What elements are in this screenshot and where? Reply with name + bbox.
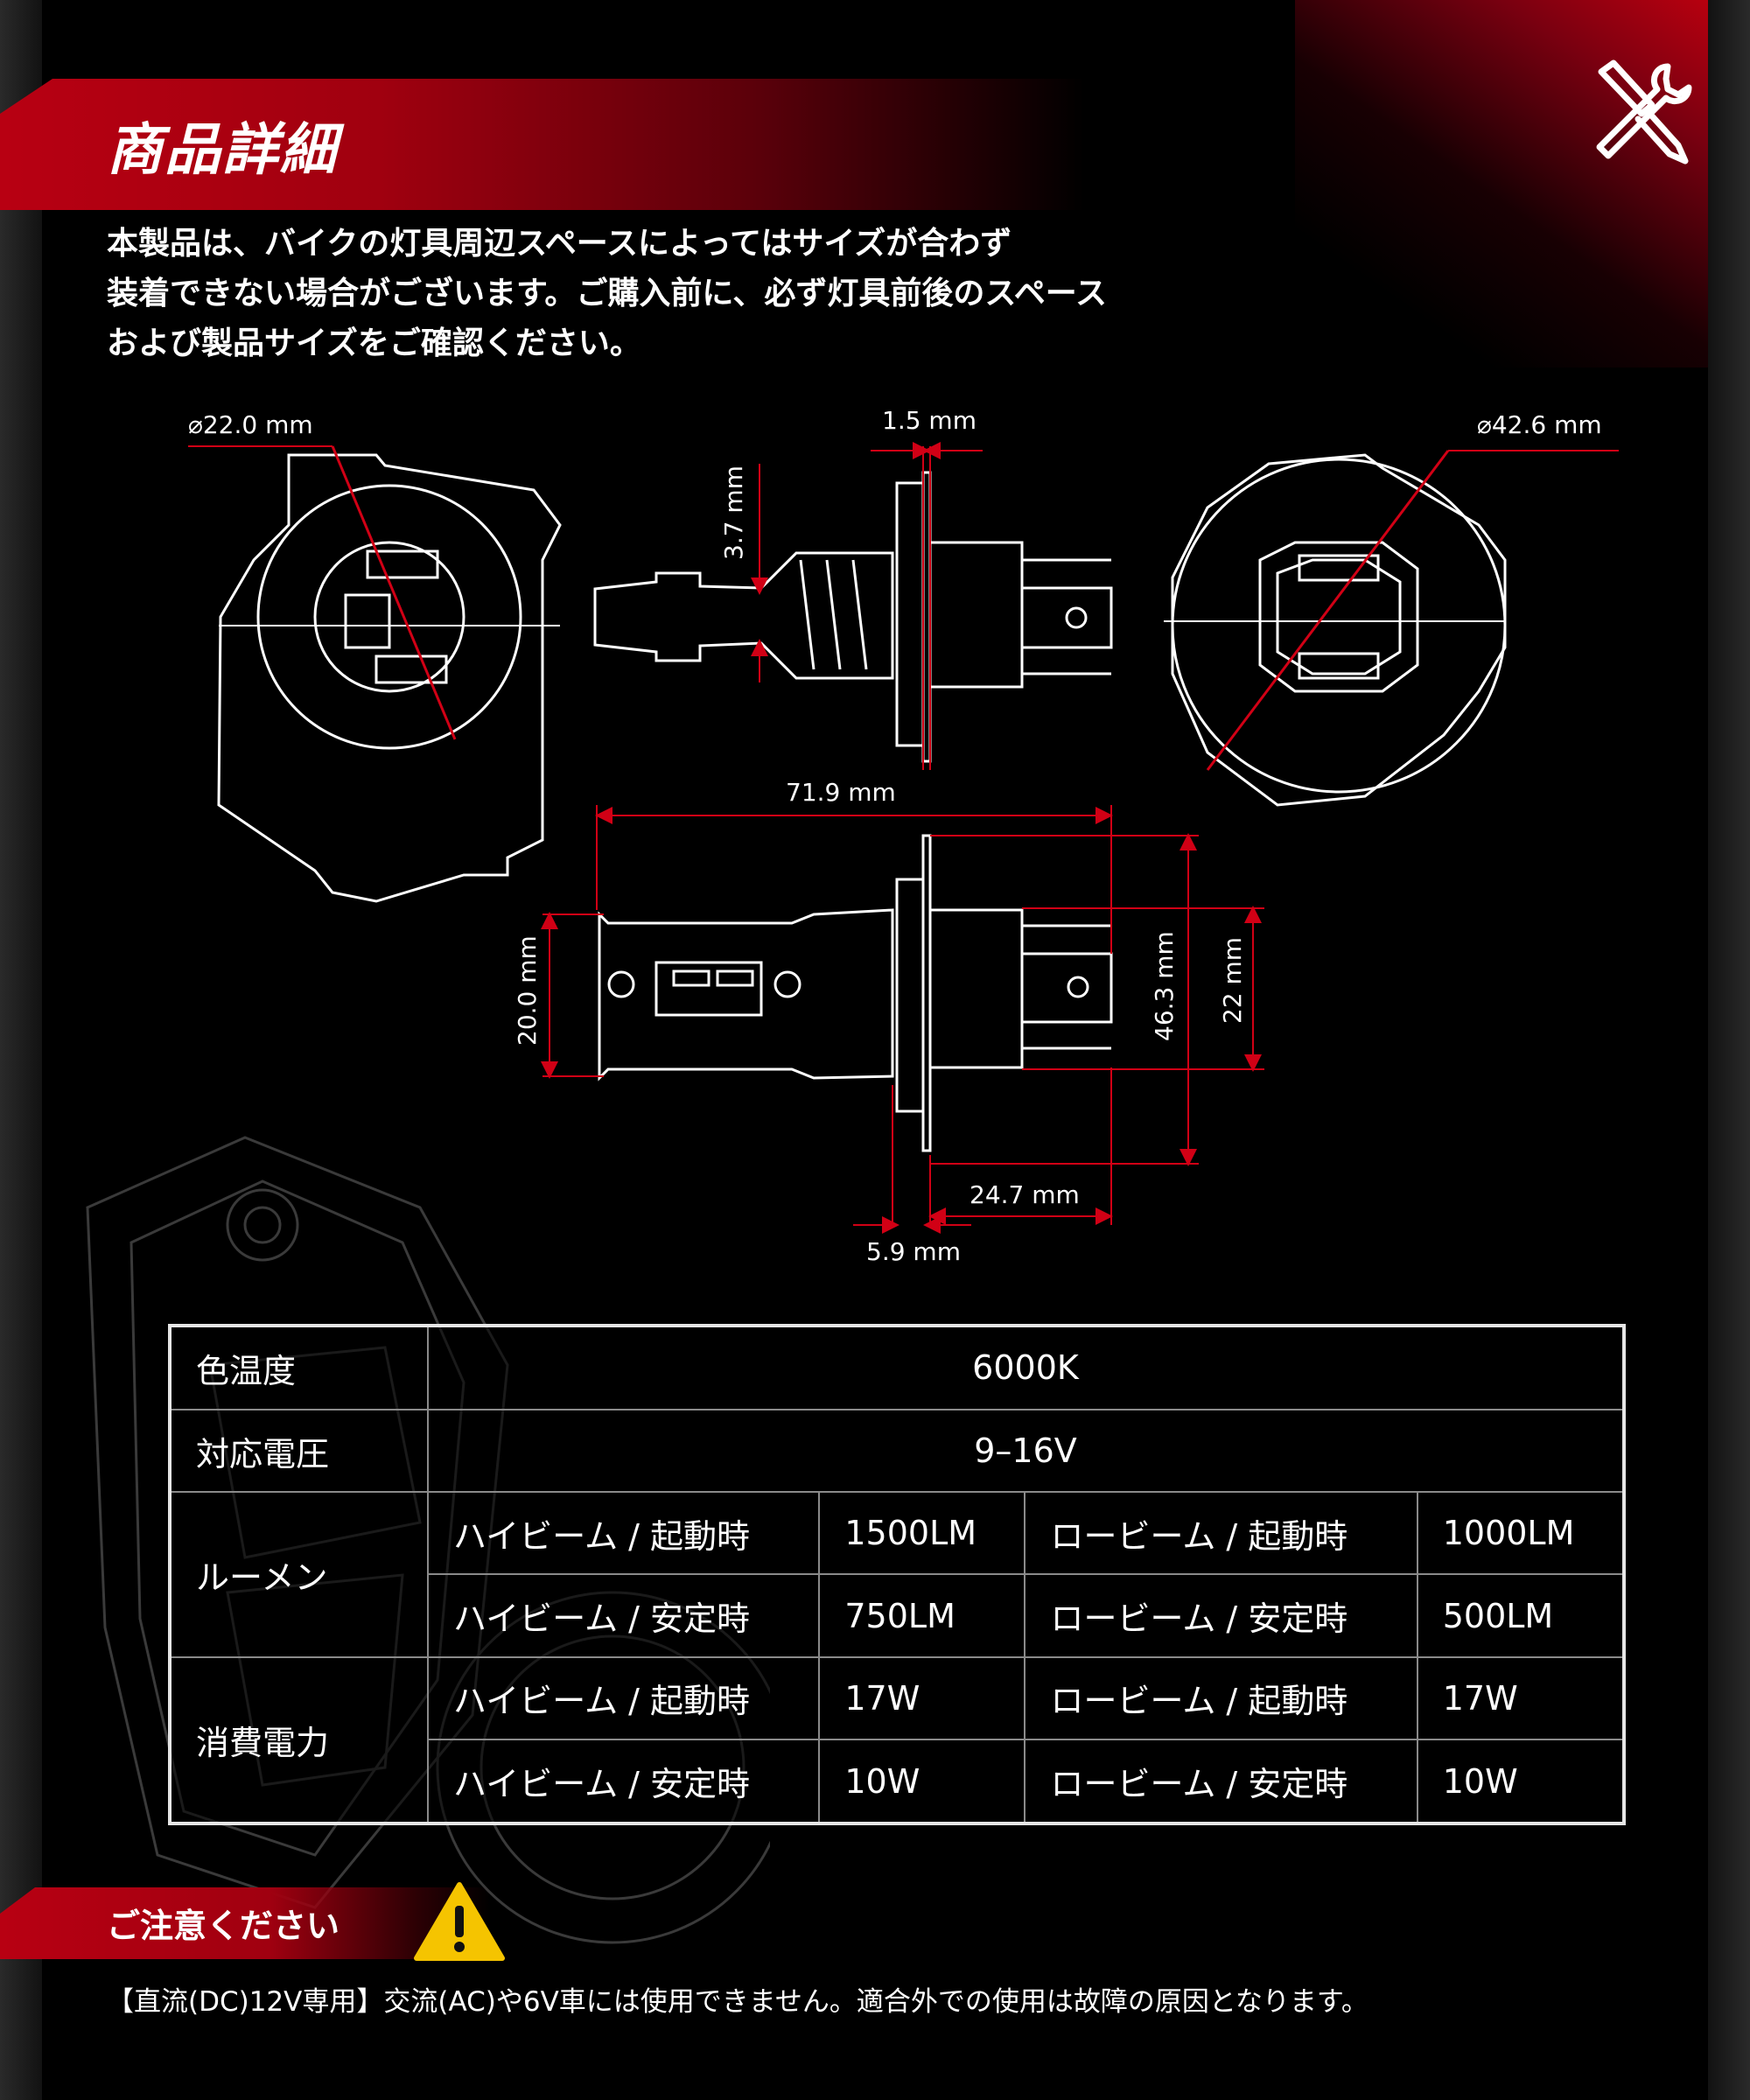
bulb-side-view xyxy=(593,471,1113,763)
cell-label: ハイビーム / 起動時 xyxy=(426,1656,821,1741)
notice-title: ご注意ください xyxy=(107,1907,340,1945)
table-row: ルーメン ハイビーム / 起動時 1500LM ロービーム / 起動時 1000… xyxy=(169,1491,1626,1658)
notice-band xyxy=(0,1887,490,1959)
intro-line: 本製品は、バイクの灯具周辺スペースによってはサイズが合わず xyxy=(107,226,1012,262)
cell-value: 1500LM xyxy=(818,1491,1026,1576)
intro-line: および製品サイズをご確認ください。 xyxy=(107,326,641,361)
bulb-flange-view xyxy=(1164,453,1507,807)
warning-icon xyxy=(414,1882,505,1961)
voltage-value: 9–16V xyxy=(427,1408,1625,1494)
cell-label: ハイビーム / 安定時 xyxy=(426,1739,821,1824)
fin-gap-label: 3.7 mm xyxy=(719,466,748,560)
tools-icon xyxy=(1596,60,1692,164)
left-edge-strip xyxy=(0,0,42,2100)
color-temp-label: 色温度 xyxy=(169,1325,429,1410)
cell-label: ハイビーム / 起動時 xyxy=(426,1491,821,1576)
table-row: 色温度 6000K xyxy=(169,1325,1625,1410)
cell-label: ハイビーム / 安定時 xyxy=(426,1573,821,1658)
table-row: ハイビーム / 安定時 10W ロービーム / 安定時 10W xyxy=(170,1739,1626,1824)
connector-height-label: 22 mm xyxy=(1218,937,1247,1024)
right-edge-strip xyxy=(1708,0,1750,2100)
cell-value: 10W xyxy=(818,1739,1026,1824)
cell-label: ロービーム / 起動時 xyxy=(1024,1491,1418,1576)
bulb-top-view xyxy=(598,834,1113,1152)
cell-value: 1000LM xyxy=(1416,1491,1626,1576)
notice-text: 【直流(DC)12V専用】交流(AC)や6V車には使用できません。適合外での使用… xyxy=(107,1986,1368,2018)
flange-height-label: 46.3 mm xyxy=(1150,931,1179,1041)
cell-label: ロービーム / 安定時 xyxy=(1024,1739,1418,1824)
color-temp-value: 6000K xyxy=(427,1325,1625,1410)
table-row: 消費電力 ハイビーム / 起動時 17W ロービーム / 起動時 17W xyxy=(169,1656,1626,1825)
bulb-base-view xyxy=(217,453,562,903)
connector-length-label: 24.7 mm xyxy=(970,1180,1080,1209)
corner-glow xyxy=(1295,0,1750,368)
intro-text: 本製品は、バイクの灯具周辺スペースによってはサイズが合わず 装着できない場合がご… xyxy=(107,219,1332,368)
cell-value: 750LM xyxy=(818,1573,1026,1658)
cell-value: 10W xyxy=(1416,1739,1626,1824)
cell-value: 500LM xyxy=(1416,1573,1626,1658)
dimension-drawings: ⌀22.0 mm 1.5 mm 3.7 mm ⌀42.6 mm xyxy=(188,406,1619,1266)
cell-value: 17W xyxy=(818,1656,1026,1741)
flange-offset-label: 5.9 mm xyxy=(866,1237,961,1266)
body-height-label: 20.0 mm xyxy=(513,935,542,1046)
voltage-label: 対応電圧 xyxy=(169,1408,429,1494)
total-length-label: 71.9 mm xyxy=(786,778,896,807)
section-header-band xyxy=(0,79,1085,210)
base-diameter-label: ⌀22.0 mm xyxy=(188,410,313,439)
table-row: 対応電圧 9–16V xyxy=(169,1408,1625,1494)
flange-thickness-label: 1.5 mm xyxy=(882,406,976,435)
cell-label: ロービーム / 安定時 xyxy=(1024,1573,1418,1658)
table-row: ハイビーム / 安定時 750LM ロービーム / 安定時 500LM xyxy=(170,1573,1626,1658)
lumen-label: ルーメン xyxy=(169,1491,429,1658)
cell-label: ロービーム / 起動時 xyxy=(1024,1656,1418,1741)
flange-diameter-label: ⌀42.6 mm xyxy=(1477,410,1602,439)
cell-value: 17W xyxy=(1416,1656,1626,1741)
page-title: 商品詳細 xyxy=(107,118,338,183)
power-label: 消費電力 xyxy=(169,1656,429,1825)
spec-table: 色温度 6000K 対応電圧 9–16V ルーメン ハイビーム / 起動時 15… xyxy=(168,1324,1626,1825)
intro-line: 装着できない場合がございます。ご購入前に、必ず灯具前後のスペース xyxy=(107,276,1108,312)
